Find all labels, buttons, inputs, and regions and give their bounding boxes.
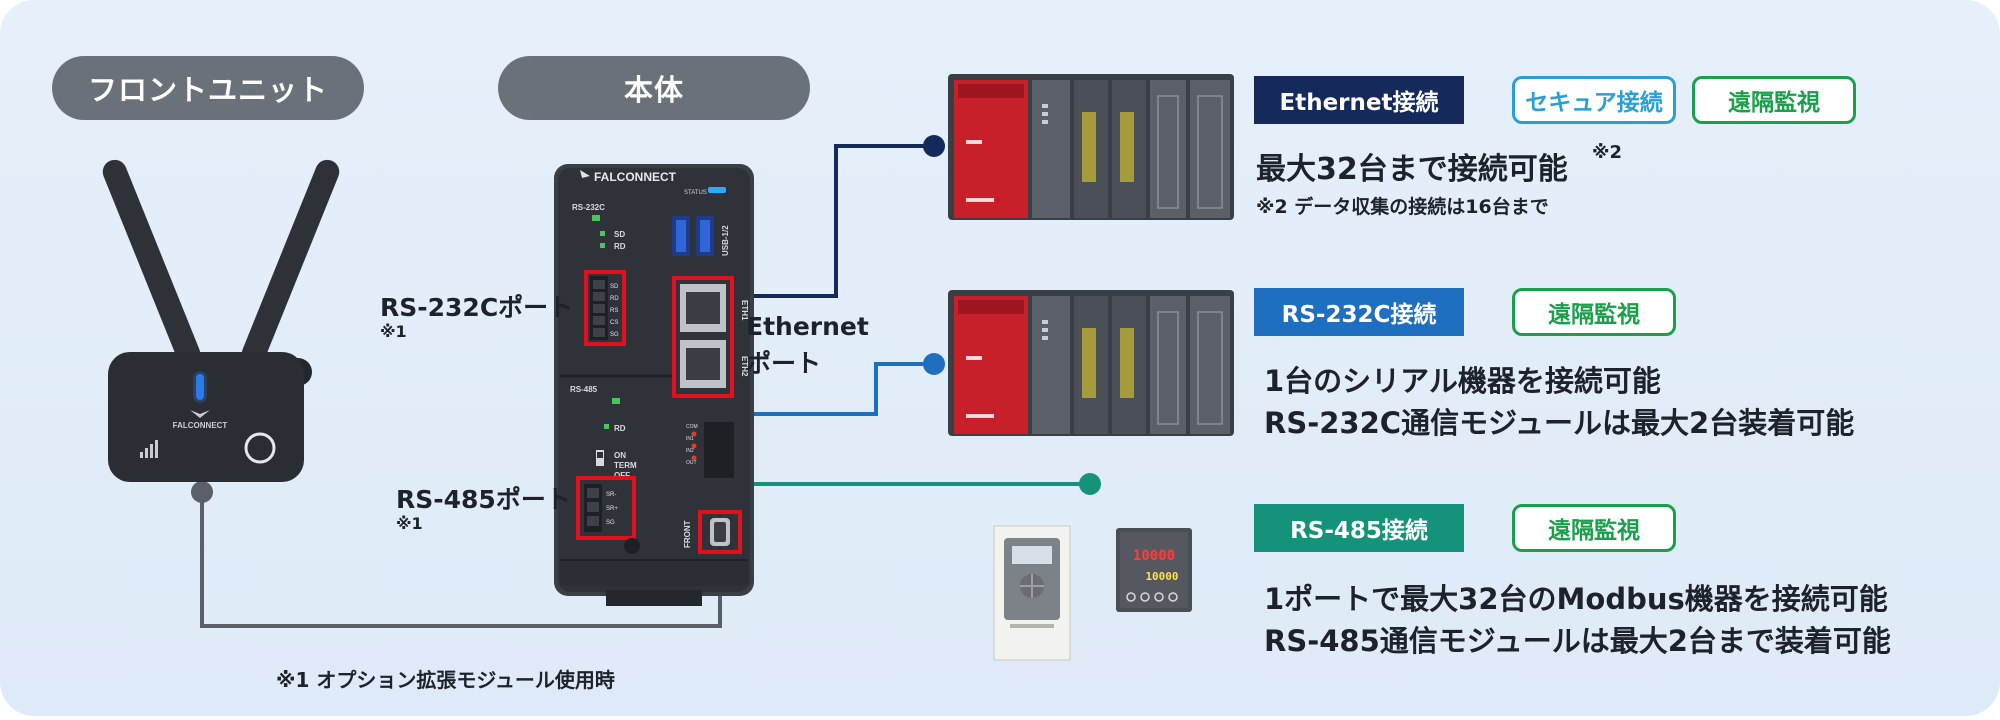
svg-text:ETH2: ETH2 [740,356,749,377]
rs232c-port-highlight [584,270,626,346]
controller-display-bottom: 10000 [1145,570,1178,583]
right-antenna [241,159,340,366]
svg-text:SG: SG [610,332,619,338]
rs485-line1: 1ポートで最大32台のModbus機器を接続可能 [1264,582,1888,616]
rs485-port-note: ※1 [396,514,423,533]
plc-ethernet [948,74,1234,220]
rs485-line2: RS-485通信モジュールは最大2台まで装着可能 [1264,624,1891,658]
status-label: STATUS [684,190,707,196]
svg-text:RS: RS [610,308,618,314]
front-port-highlight [698,510,742,554]
svg-text:SG: SG [606,520,615,526]
rs485-remote-monitor-badge: 遠隔監視 [1512,504,1676,552]
svg-text:SR-: SR- [606,492,616,498]
left-antenna [102,159,201,366]
ethernet-remote-monitor-badge: 遠隔監視 [1692,76,1856,124]
svg-text:RD: RD [614,242,626,251]
front-unit-button [244,432,276,464]
front-unit-connection-dot [191,481,213,503]
main-body-header: 本体 [498,56,810,120]
svg-text:ON: ON [614,451,626,460]
front-unit-device: FALCONNECT [102,159,340,482]
rs232c-port-label: RS-232Cポート [380,293,574,322]
rs232c-line2: RS-232C通信モジュールは最大2台装着可能 [1264,406,1855,440]
main-body-device: FALCONNECT STATUS RS-232C SD RD USB-1/2 … [554,164,754,606]
svg-text:CS: CS [610,320,618,326]
svg-text:RD: RD [610,296,619,302]
rs232c-port-note: ※1 [380,322,407,341]
ethernet-port-label-line1: Ethernet [746,312,869,341]
svg-text:OUT: OUT [686,460,697,466]
svg-text:RS-485: RS-485 [570,385,598,394]
secure-connection-badge: セキュア接続 [1512,76,1676,124]
status-led [708,187,726,193]
rs232c-tag: RS-232C接続 [1254,288,1464,336]
front-unit-brand: FALCONNECT [173,421,228,430]
svg-text:RD: RD [614,424,626,433]
svg-text:IN2: IN2 [686,448,694,454]
ethernet-tag: Ethernet接続 [1254,76,1464,124]
svg-text:FRONT: FRONT [683,520,692,548]
ethernet-plc-dot [923,135,945,157]
rs485-port-label: RS-485ポート [396,485,571,514]
svg-text:SR+: SR+ [606,506,618,512]
svg-text:IN1: IN1 [686,436,694,442]
front-unit-body [108,352,304,482]
ethernet-main-text: 最大32台まで接続可能 [1256,152,1568,187]
svg-text:USB-1/2: USB-1/2 [721,225,730,256]
rs232c-line1: 1台のシリアル機器を接続可能 [1264,364,1661,398]
rs232c-plc-dot [923,353,945,375]
rs485-device-dot [1079,473,1101,495]
front-unit-header: フロントユニット [52,56,364,120]
ethernet-sub-text: ※2 データ収集の接続は16台まで [1256,196,1549,218]
rs485-port-highlight [576,476,636,540]
plc-rs232c [948,290,1234,436]
controller-display-top: 10000 [1133,548,1175,564]
footnote-1: ※1 オプション拡張モジュール使用時 [276,668,615,692]
svg-text:TERM: TERM [614,461,637,470]
svg-text:OFF: OFF [614,471,630,480]
inverter-device [993,525,1071,661]
ethernet-port-highlight [672,276,734,398]
ethernet-port-label-line2: ポート [746,349,822,378]
rs232c-remote-monitor-badge: 遠隔監視 [1512,288,1676,336]
main-body-brand: FALCONNECT [594,170,677,184]
rs485-tag: RS-485接続 [1254,504,1464,552]
svg-text:ETH1: ETH1 [740,300,749,321]
svg-text:RS-232C: RS-232C [572,203,605,212]
svg-text:COM: COM [686,424,698,430]
ethernet-connection-line [708,144,934,298]
svg-text:SD: SD [614,230,625,239]
ethernet-main-note: ※2 [1592,142,1623,163]
temperature-controller-device: 10000 10000 [1116,528,1192,612]
svg-text:SD: SD [610,284,619,290]
front-unit-led [196,374,204,400]
